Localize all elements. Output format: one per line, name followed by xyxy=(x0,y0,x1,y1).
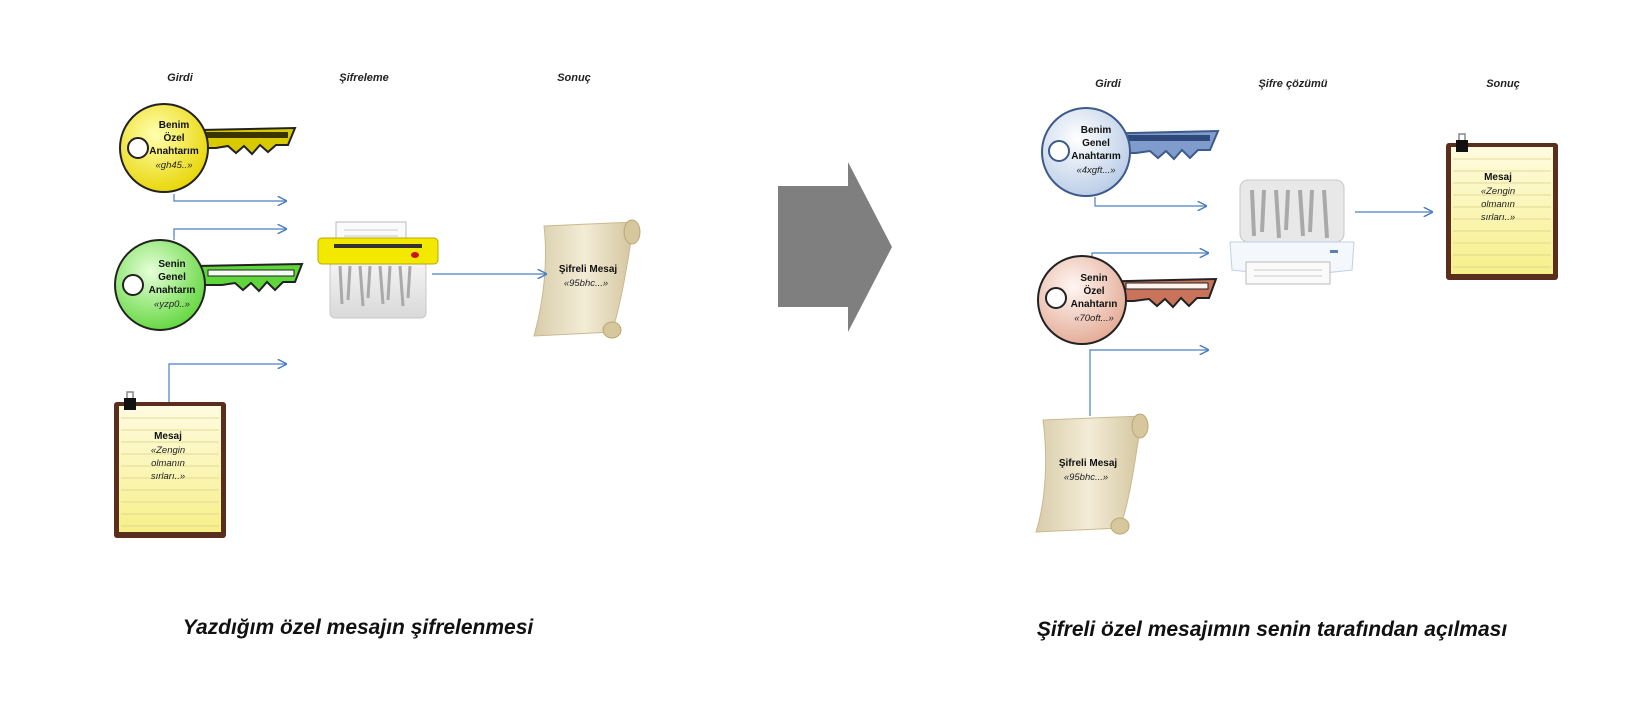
left-message-line3: sırları..» xyxy=(151,471,185,482)
right-public-key-line2: Genel xyxy=(1082,138,1110,149)
left-caption: Yazdığım özel mesajın şifrelenmesi xyxy=(183,616,535,639)
right-encrypted-title: Şifreli Mesaj xyxy=(1059,458,1118,469)
connector-message xyxy=(168,364,286,402)
connector-public-key xyxy=(173,229,286,240)
connector-encrypted xyxy=(1089,350,1208,416)
right-connectors xyxy=(1089,197,1432,416)
left-panel: Girdi Şifreleme Sonuç Benim Özel Anahtar… xyxy=(114,72,641,639)
connector-private-key xyxy=(1091,253,1208,256)
public-key-line1: Senin xyxy=(158,259,185,270)
connector-public-key xyxy=(1094,197,1206,206)
left-encrypted-value: «95bhc...» xyxy=(564,278,608,289)
left-encrypted-title: Şifreli Mesaj xyxy=(559,264,618,275)
public-key-value: «yzp0..» xyxy=(154,299,190,310)
right-public-key-value: «4xgft...» xyxy=(1076,165,1115,176)
public-key-line3: Anahtarın xyxy=(149,285,196,296)
shredder-icon xyxy=(317,221,439,319)
right-header-process: Şifre çözümü xyxy=(1258,78,1327,90)
right-panel: Girdi Şifre çözümü Sonuç Benim Genel Ana… xyxy=(1035,78,1558,641)
public-key-icon: Benim Genel Anahtarım «4xgft...» xyxy=(1041,107,1220,197)
private-key-line1: Benim xyxy=(159,120,190,131)
left-message-title: Mesaj xyxy=(154,431,182,442)
right-public-key-line1: Benim xyxy=(1081,125,1112,136)
private-key-line3: Anahtarım xyxy=(149,146,199,157)
encrypted-scroll-icon: Şifreli Mesaj «95bhc...» xyxy=(533,219,641,339)
right-message-line3: sırları..» xyxy=(1481,212,1515,223)
private-key-value: «gh45..» xyxy=(156,160,193,171)
public-key-line2: Genel xyxy=(158,272,186,283)
connector-private-key xyxy=(173,194,286,201)
printer-icon xyxy=(1229,179,1355,285)
left-header-input: Girdi xyxy=(167,72,194,84)
private-key-icon: Benim Özel Anahtarım «gh45..» xyxy=(119,103,297,193)
right-private-key-value: «70oft...» xyxy=(1074,313,1114,324)
right-encrypted-value: «95bhc...» xyxy=(1064,472,1108,483)
right-private-key-line2: Özel xyxy=(1083,284,1104,297)
left-header-process: Şifreleme xyxy=(339,72,389,84)
private-key-line2: Özel xyxy=(163,131,184,144)
right-message-line1: «Zengin xyxy=(1481,186,1515,197)
right-header-result: Sonuç xyxy=(1486,78,1520,90)
right-header-input: Girdi xyxy=(1095,78,1122,90)
right-message-title: Mesaj xyxy=(1484,172,1512,183)
left-message-line2: olmanın xyxy=(151,458,185,469)
notepad-message-icon: Mesaj «Zengin olmanın sırları..» xyxy=(1446,133,1558,280)
right-caption: Şifreli özel mesajımın senin tarafından … xyxy=(1037,618,1508,641)
right-public-key-line3: Anahtarım xyxy=(1071,151,1121,162)
left-connectors xyxy=(168,194,546,402)
right-private-key-line1: Senin xyxy=(1080,273,1107,284)
notepad-message-icon: Mesaj «Zengin olmanın sırları..» xyxy=(114,391,226,538)
encrypted-scroll-icon: Şifreli Mesaj «95bhc...» xyxy=(1035,413,1149,535)
left-header-result: Sonuç xyxy=(557,72,591,84)
left-message-line1: «Zengin xyxy=(151,445,185,456)
big-right-arrow-icon xyxy=(778,162,892,332)
right-private-key-line3: Anahtarın xyxy=(1071,299,1118,310)
public-key-icon: Senin Genel Anahtarın «yzp0..» xyxy=(114,239,304,331)
right-message-line2: olmanın xyxy=(1481,199,1515,210)
private-key-icon: Senin Özel Anahtarın «70oft...» xyxy=(1037,255,1218,345)
